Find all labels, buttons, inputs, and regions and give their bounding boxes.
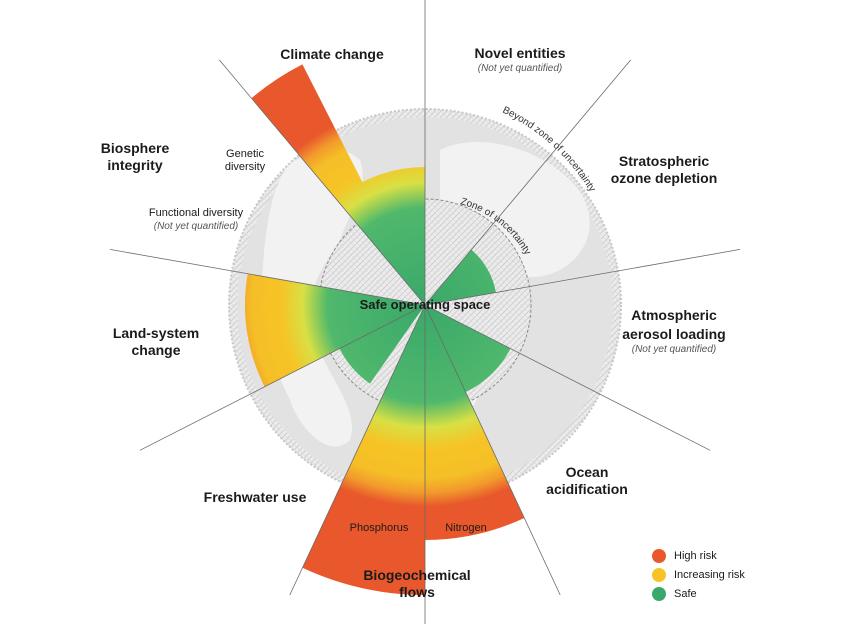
legend-label: Safe (674, 587, 697, 600)
legend-item-safe: Safe (652, 584, 745, 603)
legend: High risk Increasing risk Safe (652, 546, 745, 603)
legend-label: High risk (674, 549, 717, 562)
functional-diversity-note: (Not yet quantified) (153, 221, 239, 233)
spoke-line (289, 304, 426, 596)
atmospheric-aerosol-label: Atmospheric aerosol loading (622, 307, 726, 343)
climate-change-label: Climate change (280, 46, 384, 62)
high-risk-swatch (652, 548, 666, 563)
ocean-acidification-label: Ocean acidification (546, 464, 628, 497)
legend-item-high-risk: High risk (652, 546, 745, 565)
biogeochemical-flows-label: Biogeochemical flows (363, 567, 471, 600)
functional-diversity-group: Functional diversity (Not yet quantified… (140, 202, 252, 233)
genetic-diversity-wedge (251, 64, 425, 306)
nitrogen-label: Nitrogen (445, 522, 487, 534)
spoke-line (109, 249, 426, 306)
atmospheric-aerosol-note: (Not yet quantified) (631, 344, 717, 356)
safe-operating-space-label: Safe operating space (359, 297, 491, 312)
increasing-risk-swatch (652, 567, 666, 582)
genetic-diversity-label: Genetic diversity (224, 148, 266, 174)
functional-diversity-label: Functional diversity (148, 207, 244, 219)
land-system-change-label: Land-system change (112, 325, 200, 358)
freshwater-use-wedge (339, 305, 425, 384)
novel-entities-group: Novel entities (Not yet quantified) (445, 44, 595, 75)
stratospheric-ozone-wedge (425, 249, 496, 305)
safe-swatch (652, 586, 666, 601)
land-system-change-wedge (244, 273, 425, 387)
phosphorus-label: Phosphorus (349, 522, 409, 534)
novel-entities-note: (Not yet quantified) (477, 63, 563, 75)
legend-label: Increasing risk (674, 568, 745, 581)
spoke-line (139, 304, 426, 451)
ocean-acidification-wedge (425, 305, 511, 392)
legend-item-increasing-risk: Increasing risk (652, 565, 745, 584)
nitrogen-wedge-lower (425, 305, 525, 540)
nitrogen-wedge (302, 305, 425, 595)
spoke-line (424, 59, 632, 306)
atmospheric-aerosol-group: Atmospheric aerosol loading (Not yet qua… (612, 306, 736, 356)
spoke-line (424, 249, 741, 306)
stratospheric-ozone-label: Stratospheric ozone depletion (610, 153, 718, 186)
biosphere-integrity-label: Biosphere integrity (100, 140, 170, 173)
freshwater-use-label: Freshwater use (203, 489, 307, 505)
spoke-line (218, 59, 426, 306)
spoke-line (424, 304, 711, 451)
novel-entities-label: Novel entities (474, 45, 566, 61)
spoke-line (424, 304, 561, 596)
